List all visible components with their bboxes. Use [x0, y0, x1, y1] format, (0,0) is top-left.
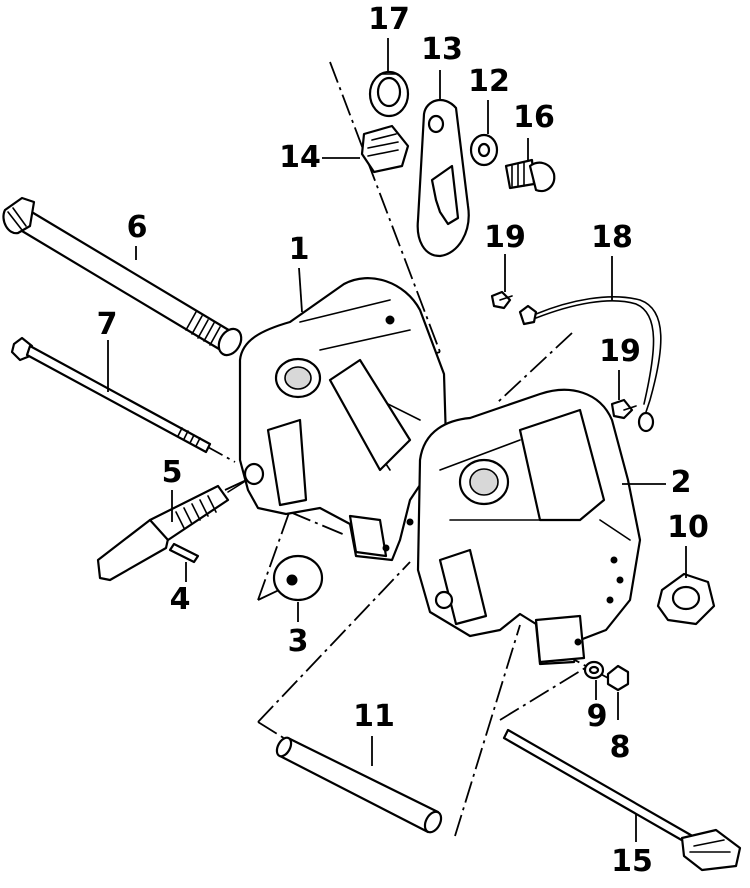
callout-10: 10 [667, 510, 709, 545]
callout-19-lower: 19 [599, 334, 641, 369]
part-11-rod [275, 736, 443, 834]
callout-14: 14 [279, 140, 321, 175]
part-1-clamp-bracket [238, 277, 448, 562]
part-10-hex-nut [656, 572, 716, 626]
part-9-washer [583, 660, 605, 680]
part-15-tilt-rod [502, 728, 742, 872]
part-12-washer [469, 133, 499, 167]
part-17-clip-ring [368, 70, 410, 118]
callout-4: 4 [169, 582, 191, 617]
part-13-lock-plate [416, 98, 470, 258]
callout-11: 11 [353, 699, 395, 734]
part-18-cable [518, 296, 662, 433]
callout-13: 13 [421, 32, 463, 67]
part-7-bolt [10, 336, 212, 454]
callout-15: 15 [611, 844, 653, 879]
part-5-lever-spring [96, 481, 245, 582]
leader-lines [107, 38, 687, 842]
part-4-pin [168, 542, 200, 564]
part-16-bolt [504, 158, 556, 193]
callout-17: 17 [368, 2, 410, 37]
callout-19-upper: 19 [484, 220, 526, 255]
part-2-clamp-bracket [416, 388, 642, 666]
part-3-washer [272, 554, 324, 602]
part-14-rubber-block [360, 124, 410, 174]
callout-16: 16 [513, 100, 555, 135]
callout-3: 3 [287, 624, 309, 659]
part-19-screw-b [610, 398, 637, 420]
callout-6: 6 [126, 210, 148, 245]
callout-5: 5 [161, 455, 183, 490]
callout-8: 8 [609, 730, 631, 765]
callout-2: 2 [670, 465, 692, 500]
callout-7: 7 [96, 307, 118, 342]
part-19-screw-a [490, 290, 513, 310]
callout-9: 9 [586, 699, 608, 734]
callout-18: 18 [591, 220, 633, 255]
callout-12: 12 [468, 64, 510, 99]
part-6-tube [2, 196, 243, 357]
callout-1: 1 [288, 232, 310, 267]
part-8-nut [606, 664, 630, 692]
